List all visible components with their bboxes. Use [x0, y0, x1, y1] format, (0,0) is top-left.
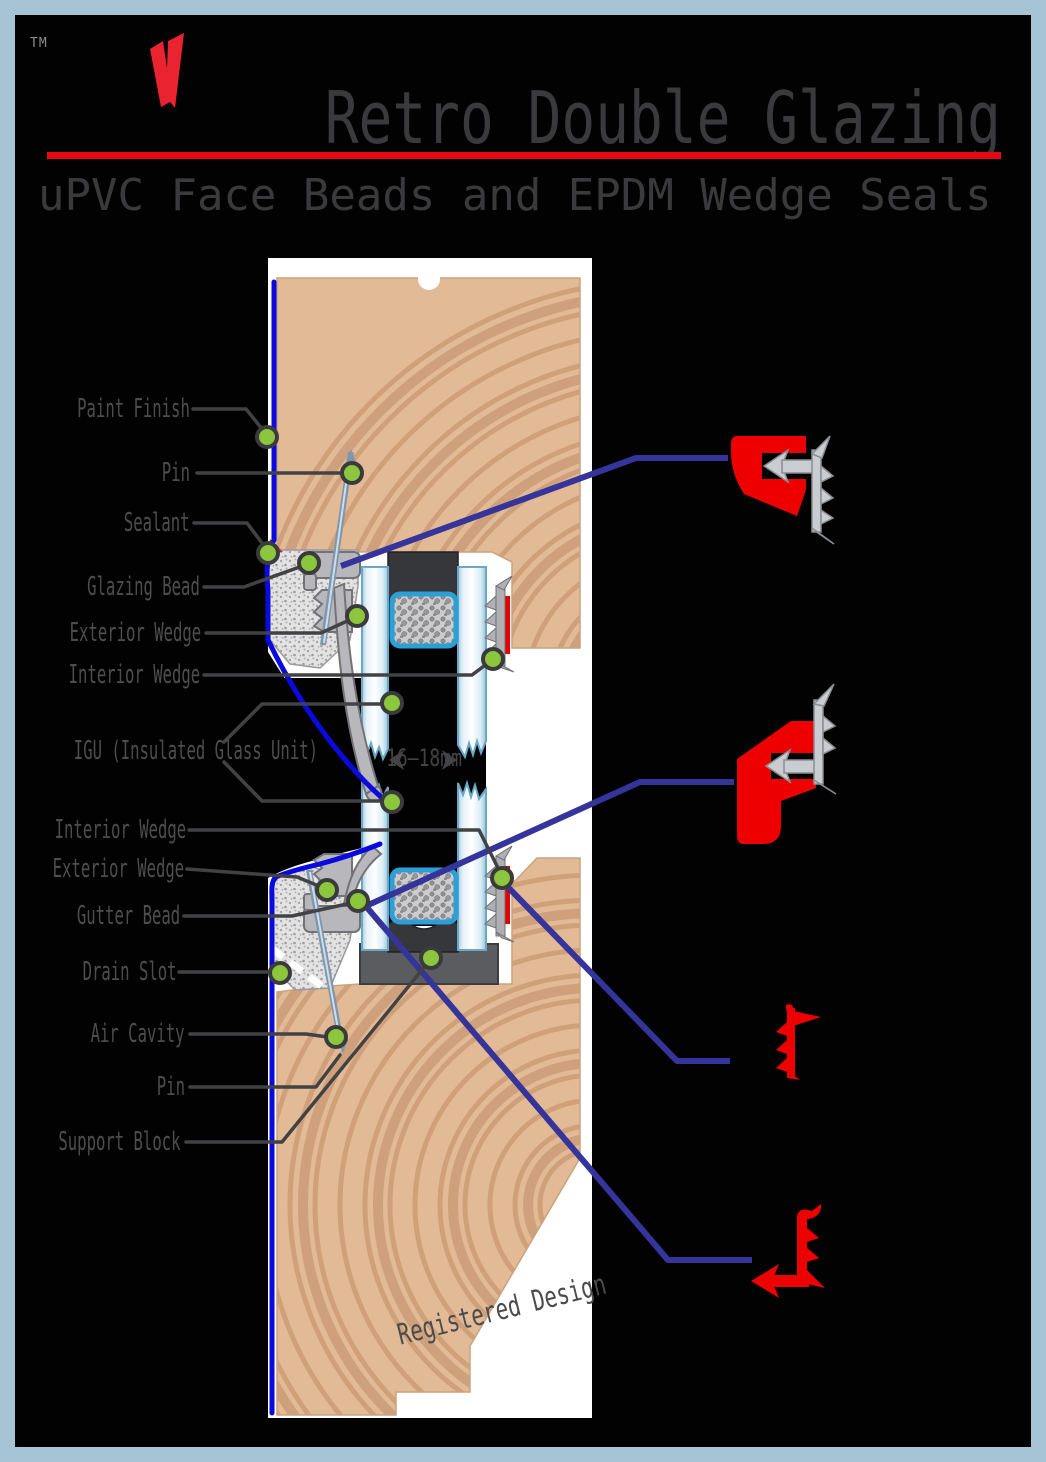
label-glazing-bead: Glazing Bead	[87, 572, 200, 602]
label-interior-wedge-top: Interior Wedge	[68, 660, 200, 690]
pin-top-fastener	[320, 449, 356, 646]
leader-interior-wedge	[500, 879, 730, 1064]
epdm-interior-wedge-profile	[776, 1004, 821, 1080]
label-drain-slot: Drain Slot	[83, 957, 177, 987]
label-air-cavity: Air Cavity	[91, 1019, 185, 1049]
wedge-insertion-arrow	[764, 683, 837, 795]
leader-exterior-wedge	[361, 902, 752, 1263]
title-underline	[47, 152, 1001, 159]
spacer-bar-top	[389, 591, 459, 649]
label-pin-top: Pin	[161, 458, 190, 488]
label-gutter-bead: Gutter Bead	[76, 901, 180, 931]
label-exterior-wedge-bottom: Exterior Wedge	[52, 854, 184, 884]
label-sealant: Sealant	[124, 508, 190, 538]
page-title: Retro Double Glazing	[324, 76, 1001, 160]
page-subtitle: uPVC Face Beads and EPDM Wedge Seals	[38, 170, 992, 221]
upvc-face-bead-profile	[731, 435, 835, 545]
trademark-symbol: TM	[30, 36, 48, 51]
label-pin-bottom: Pin	[156, 1072, 185, 1102]
label-support-block: Support Block	[57, 1127, 180, 1157]
profile-leader-lines	[339, 455, 752, 1263]
measurement-arrows	[389, 750, 457, 770]
interior-wedge-bottom-insitu	[484, 845, 515, 943]
upvc-gutter-bead-profile	[737, 683, 837, 844]
label-paint-finish: Paint Finish	[77, 394, 190, 424]
cavity-measurement: 16–18mm	[386, 744, 462, 772]
epdm-exterior-wedge-profile	[751, 1204, 825, 1298]
leader-gutter-bead	[364, 779, 734, 909]
leader-face-bead	[339, 455, 728, 569]
brand-logo-icon	[150, 33, 184, 108]
pin-notch	[418, 268, 440, 290]
drain-slot-dashes	[268, 945, 325, 989]
callout-markers	[255, 425, 514, 1049]
wedge-insertion-arrow	[762, 435, 835, 545]
label-interior-wedge-bottom: Interior Wedge	[54, 815, 186, 845]
glass-pane-interior-lower	[457, 779, 487, 951]
label-exterior-wedge-top: Exterior Wedge	[69, 618, 201, 648]
glass-pane-exterior-upper	[361, 566, 389, 762]
label-igu: IGU (Insulated Glass Unit)	[73, 736, 318, 766]
